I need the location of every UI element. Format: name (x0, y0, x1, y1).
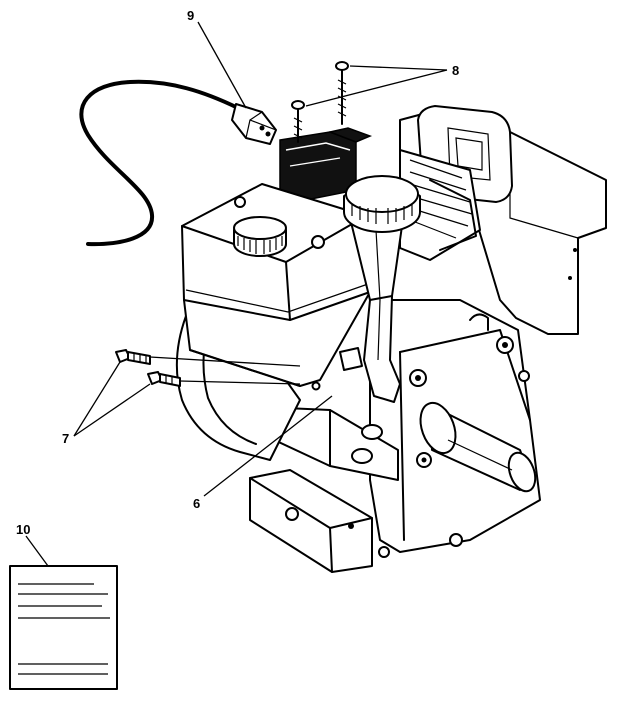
output-shaft (419, 401, 537, 493)
cylinder-fins (399, 149, 481, 261)
screw-8b (291, 100, 305, 143)
callout-8: 8 (452, 63, 459, 78)
callout-10: 10 (16, 522, 30, 537)
leader-lines (25, 21, 448, 567)
oil-fill-tube (343, 175, 421, 464)
cord-plug (231, 103, 277, 145)
operator-manual (9, 565, 118, 690)
screw-8a (335, 61, 349, 125)
callout-6: 6 (193, 496, 200, 511)
mounting-base (239, 405, 399, 573)
callout-9: 9 (187, 8, 194, 23)
bolt-7a (115, 349, 151, 365)
fuel-tank (181, 183, 371, 391)
fuel-cap (233, 216, 287, 257)
oil-fill-cap (343, 175, 421, 233)
power-cord (79, 79, 277, 247)
bolt-7b (147, 371, 181, 387)
callout-7: 7 (62, 431, 69, 446)
